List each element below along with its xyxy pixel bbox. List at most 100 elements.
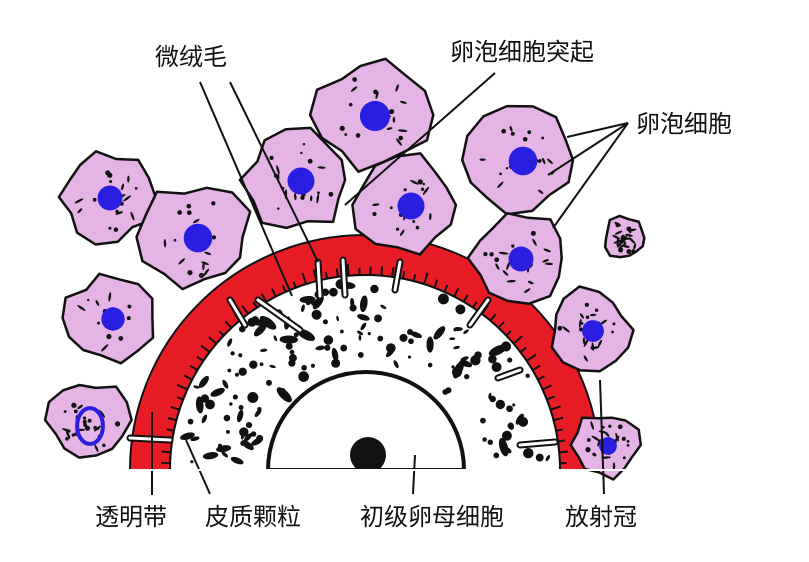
granule — [233, 395, 238, 400]
organelle — [608, 425, 611, 428]
granule — [506, 405, 513, 412]
granule — [247, 392, 258, 403]
granule — [480, 418, 486, 424]
organelle — [511, 132, 515, 136]
label-corona-radiata: 放射冠 — [565, 505, 637, 529]
granule — [230, 351, 234, 355]
organelle — [64, 410, 67, 413]
follicle-cell-nucleus — [509, 247, 534, 272]
organelle — [398, 136, 403, 141]
granule — [464, 374, 469, 379]
organelle — [65, 437, 69, 441]
organelle — [499, 173, 502, 176]
granule — [329, 288, 338, 297]
granule — [289, 354, 297, 362]
organelle — [114, 227, 119, 232]
granule — [370, 285, 378, 293]
microvillus — [556, 429, 563, 430]
granule — [428, 363, 433, 368]
granule — [290, 350, 295, 355]
organelle — [108, 227, 111, 230]
granule — [266, 380, 272, 386]
organelle — [174, 239, 177, 242]
microvillus — [392, 267, 393, 277]
organelle — [127, 316, 131, 320]
organelle — [372, 212, 376, 216]
granule — [455, 304, 465, 314]
granule — [246, 422, 252, 428]
granule — [312, 310, 322, 320]
organelle — [595, 309, 598, 312]
organelle — [531, 231, 536, 236]
organelle — [586, 316, 590, 320]
granule — [374, 314, 382, 322]
follicle-cell — [462, 106, 573, 214]
organelle — [187, 210, 192, 215]
granule — [496, 400, 505, 409]
organelle — [390, 206, 393, 209]
organelle — [557, 326, 562, 331]
granule — [507, 358, 512, 363]
granule — [260, 362, 264, 366]
granule — [399, 334, 407, 342]
organelle — [627, 440, 630, 443]
follicle-cell — [63, 274, 153, 364]
granule — [408, 355, 411, 358]
organelle — [300, 152, 302, 154]
granule — [492, 362, 502, 372]
microvillus — [558, 440, 565, 441]
organelle — [71, 403, 76, 408]
label-cortical-granules: 皮质颗粒 — [205, 505, 301, 529]
follicle-cell-nucleus — [101, 307, 124, 330]
granule — [501, 341, 511, 351]
granule — [218, 444, 222, 448]
organelle — [585, 447, 590, 452]
granule — [340, 330, 344, 334]
organelle — [612, 322, 615, 325]
granule — [239, 427, 248, 436]
follicle-cell — [552, 287, 634, 372]
follicle-cell — [605, 216, 644, 257]
granule — [358, 352, 364, 358]
process-lumen — [343, 260, 345, 295]
organelle — [626, 249, 631, 254]
organelle — [489, 252, 493, 256]
organelle — [587, 438, 591, 442]
label-follicle-cell-process: 卵泡细胞突起 — [450, 40, 594, 64]
organelle — [423, 183, 426, 186]
label-follicle-cells: 卵泡细胞 — [636, 112, 732, 136]
organelle — [135, 187, 138, 190]
granule — [453, 328, 456, 331]
granule — [502, 431, 512, 441]
organelle — [541, 137, 544, 140]
granule — [239, 405, 244, 410]
granule — [311, 364, 315, 368]
organelle — [97, 322, 100, 325]
granule — [323, 319, 328, 324]
organelle — [416, 226, 420, 230]
granule — [518, 417, 528, 427]
granule — [226, 430, 230, 434]
organelle — [404, 188, 407, 191]
granule — [512, 403, 515, 406]
organelle — [118, 336, 123, 341]
granule — [509, 425, 514, 430]
organelle — [412, 220, 415, 223]
organelle — [483, 252, 487, 256]
organelle — [211, 201, 215, 205]
organelle — [87, 299, 89, 301]
organelle — [506, 167, 508, 169]
follicle-cell — [137, 188, 251, 289]
organelle — [418, 179, 423, 184]
microvillus — [161, 451, 170, 452]
granule — [438, 294, 449, 305]
organelle — [511, 244, 514, 247]
organelle — [344, 133, 347, 136]
follicle-cell-nucleus — [397, 192, 424, 219]
organelle — [352, 77, 357, 82]
organelle — [421, 188, 424, 191]
organelle — [303, 143, 306, 146]
granule — [442, 389, 448, 395]
follicle-cell-nucleus — [582, 320, 604, 342]
organelle — [328, 192, 333, 197]
